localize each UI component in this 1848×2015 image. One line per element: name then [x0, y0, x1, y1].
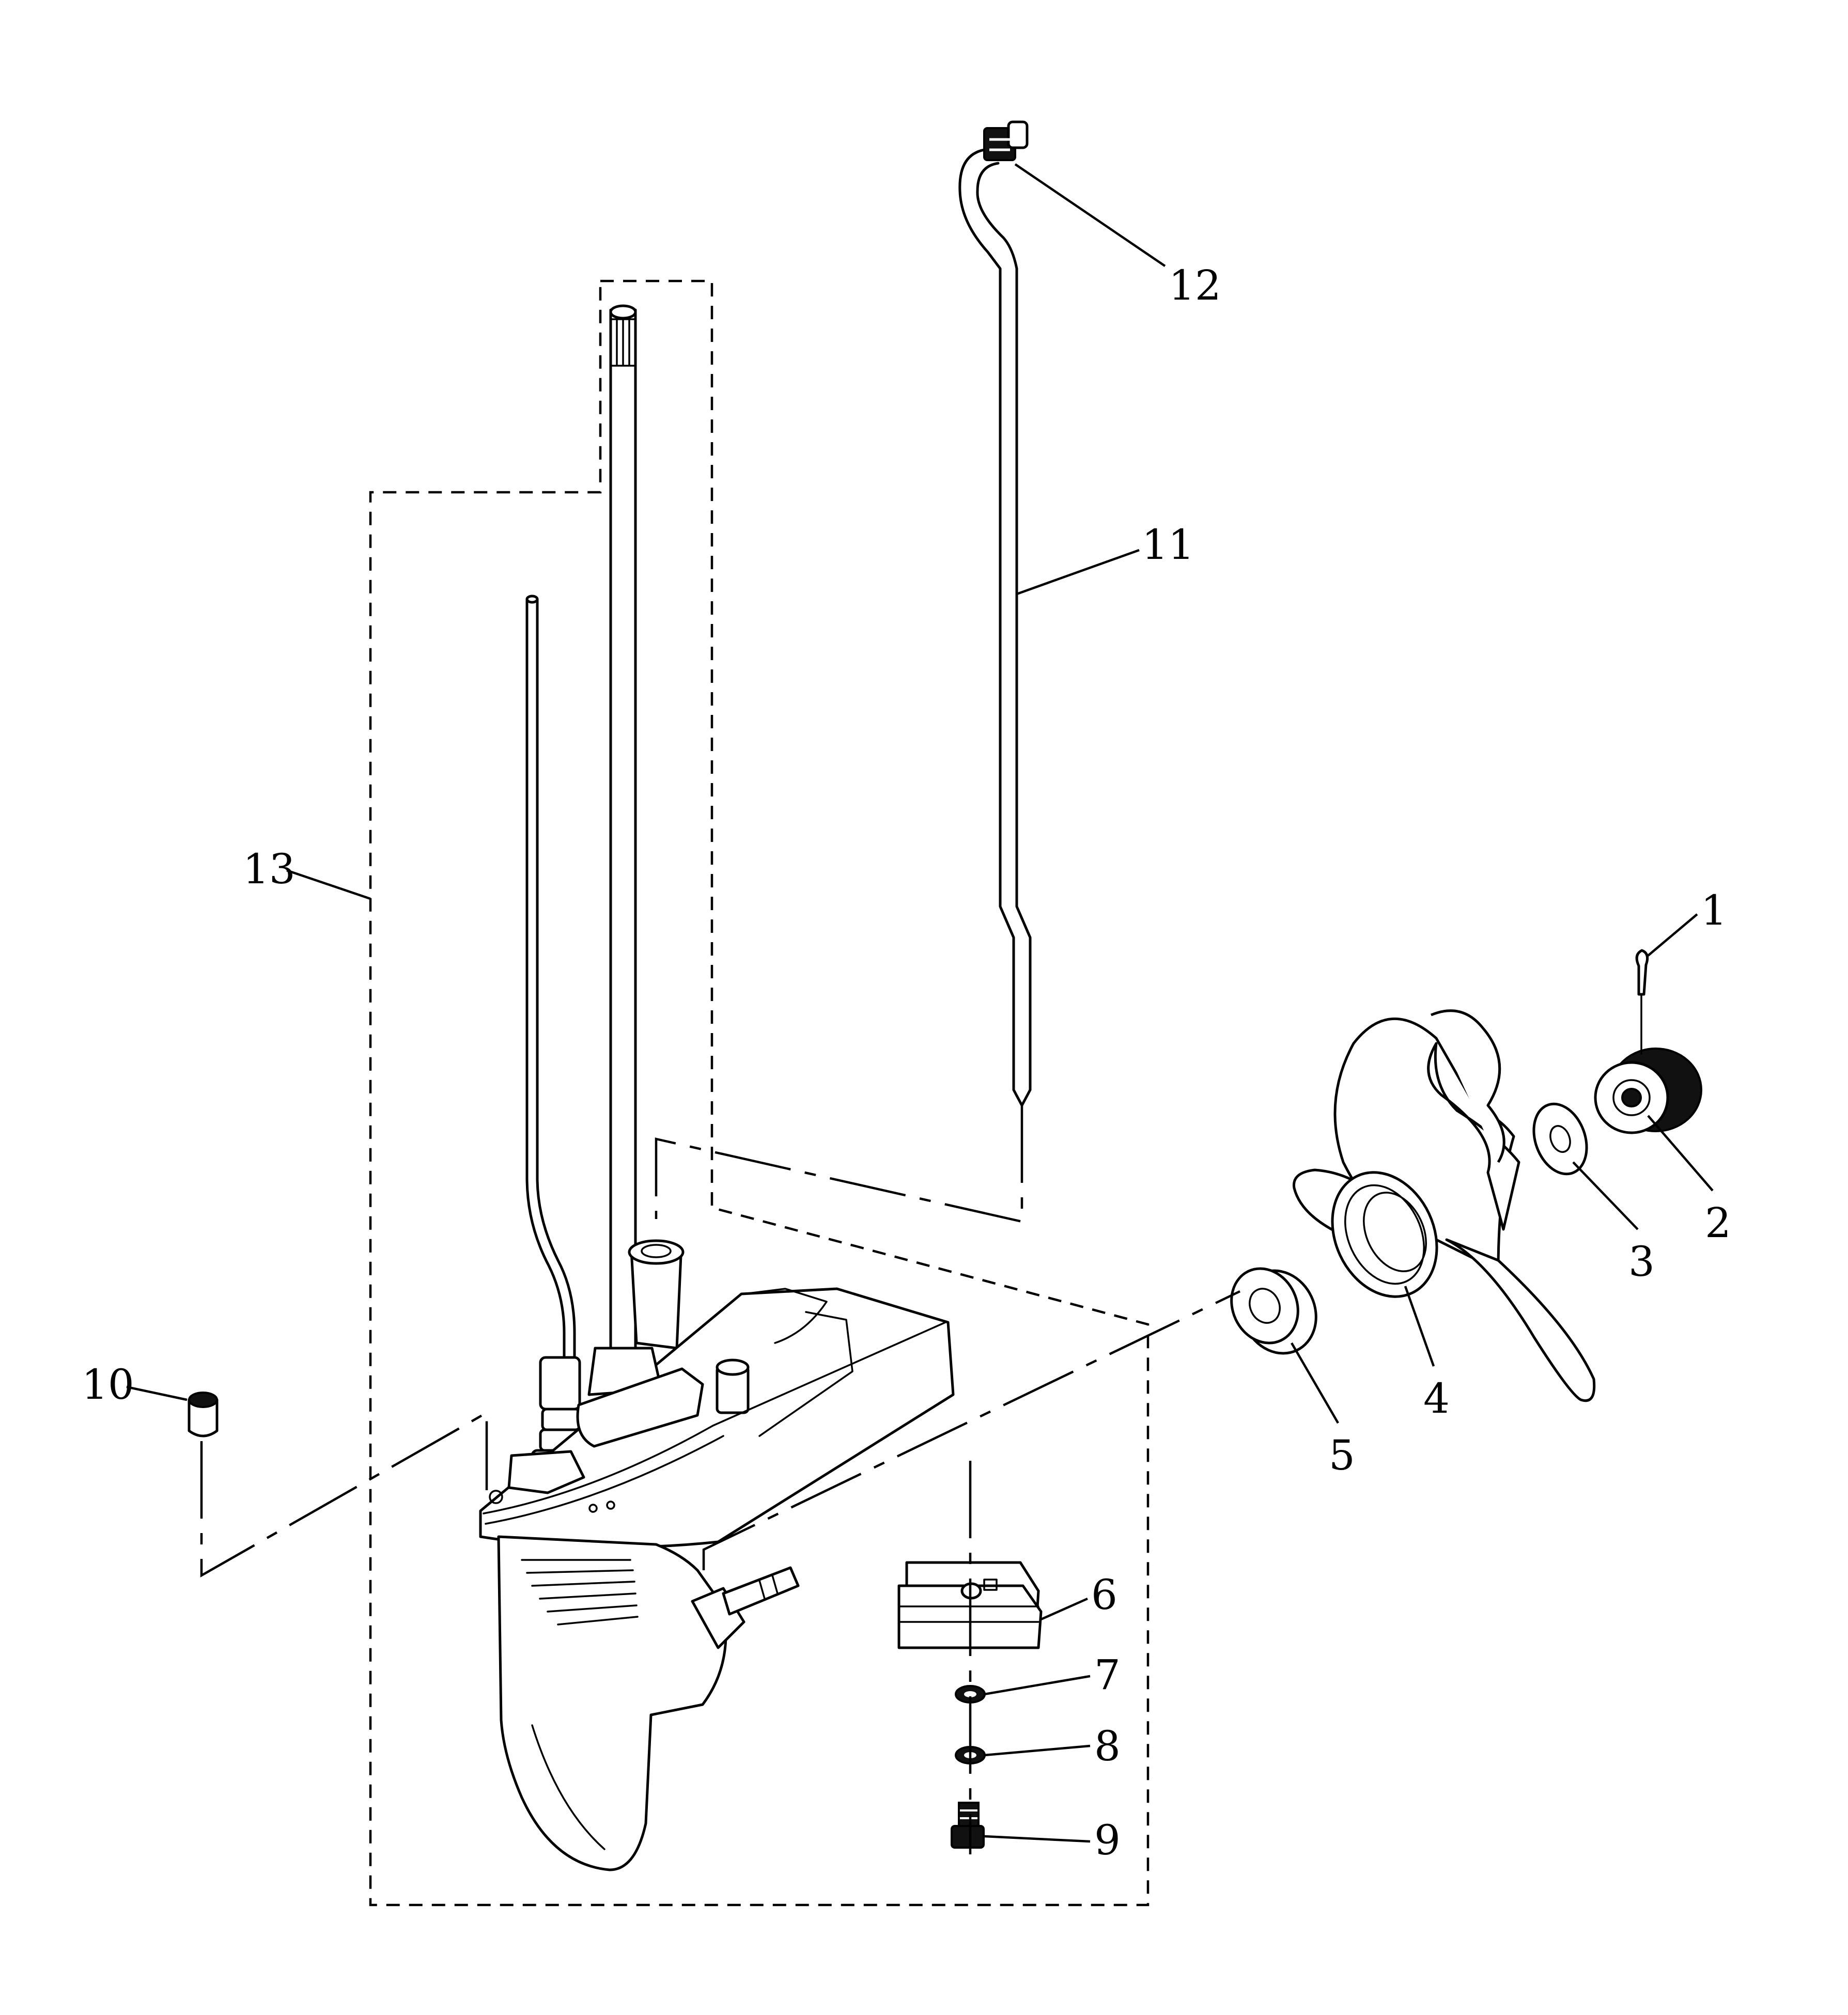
leader-1: [1647, 913, 1698, 957]
bushing-centerline: [200, 1411, 488, 1577]
leader-6: [1041, 1597, 1088, 1621]
leader-12: [1014, 163, 1166, 267]
leader-13: [286, 869, 371, 900]
callout-4: 4: [1423, 1374, 1450, 1423]
leader-2: [1647, 1115, 1714, 1192]
leader-8: [984, 1744, 1091, 1757]
shift-rod-icon: [958, 148, 1032, 1107]
callout-9: 9: [1094, 1816, 1121, 1864]
shift-rod-connector-icon: [983, 120, 1029, 161]
callout-5: 5: [1329, 1431, 1355, 1479]
callout-7: 7: [1094, 1651, 1121, 1699]
leader-11: [1016, 549, 1140, 596]
washer-icon: [1532, 1102, 1588, 1176]
leader-7: [984, 1675, 1091, 1696]
bolt-icon: [951, 1802, 985, 1849]
callout-13: 13: [243, 845, 296, 893]
propeller-icon: [1293, 1009, 1596, 1402]
callout-6: 6: [1091, 1571, 1117, 1619]
bushing-icon: [188, 1392, 219, 1438]
callout-12: 12: [1169, 261, 1221, 309]
assembly-boundary: [369, 279, 1150, 1907]
thrust-washer-icon: [1230, 1267, 1317, 1355]
leader-10: [126, 1385, 188, 1401]
shift-rod-centerline: [655, 1105, 1023, 1223]
callout-10: 10: [82, 1361, 134, 1409]
callout-11: 11: [1142, 521, 1194, 569]
leader-5: [1291, 1342, 1339, 1424]
propeller-nut-icon: [1594, 1048, 1702, 1134]
leader-4: [1404, 1286, 1435, 1367]
propeller-shaft-centerline: [702, 1290, 1240, 1570]
cotter-pin-icon: [1635, 949, 1649, 1055]
leader-9: [984, 1835, 1091, 1843]
lower-unit-assembly-icon: [479, 304, 955, 1871]
callout-2: 2: [1705, 1199, 1731, 1247]
callout-3: 3: [1628, 1238, 1655, 1286]
callout-8: 8: [1094, 1722, 1121, 1770]
callout-1: 1: [1701, 886, 1727, 934]
leader-3: [1572, 1161, 1639, 1230]
